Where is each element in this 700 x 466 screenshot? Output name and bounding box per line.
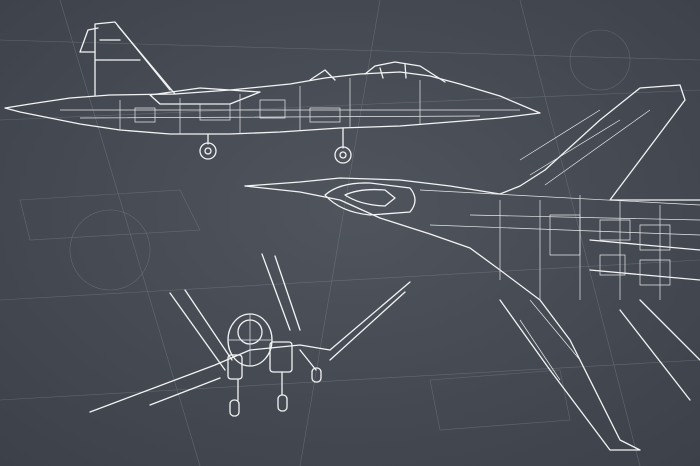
nose-wheel-icon (334, 146, 352, 164)
main-wheel-icon (199, 142, 217, 160)
jet-front-view (89, 253, 411, 417)
jet-side-view (4, 21, 541, 164)
jet-top-view (244, 84, 700, 451)
right-wheel-icon (277, 394, 288, 412)
left-wheel-icon (229, 399, 240, 417)
